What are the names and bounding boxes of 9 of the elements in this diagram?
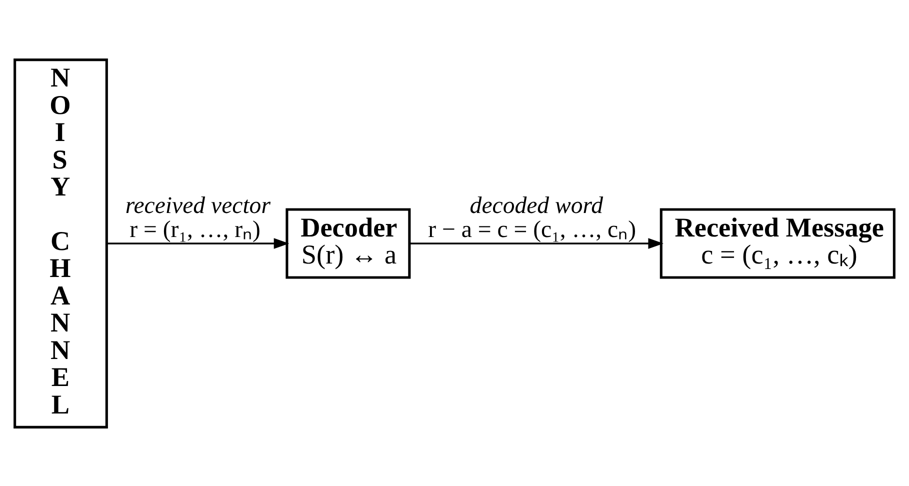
node-box: Received Message c = (c₁, …, cₖ): [660, 208, 896, 278]
arrow: [410, 238, 664, 248]
arrow: [106, 238, 290, 248]
label: r = (r₁, …, rₙ): [130, 216, 260, 243]
edge-label: received vector: [125, 192, 270, 219]
label: r − a = c = (c₁, …, cₙ): [428, 216, 636, 243]
node-box: NOISY CHANNEL: [14, 58, 108, 428]
node-box: Decoder S(r) ↔ a: [286, 208, 411, 278]
edge-label: decoded word: [470, 192, 604, 219]
